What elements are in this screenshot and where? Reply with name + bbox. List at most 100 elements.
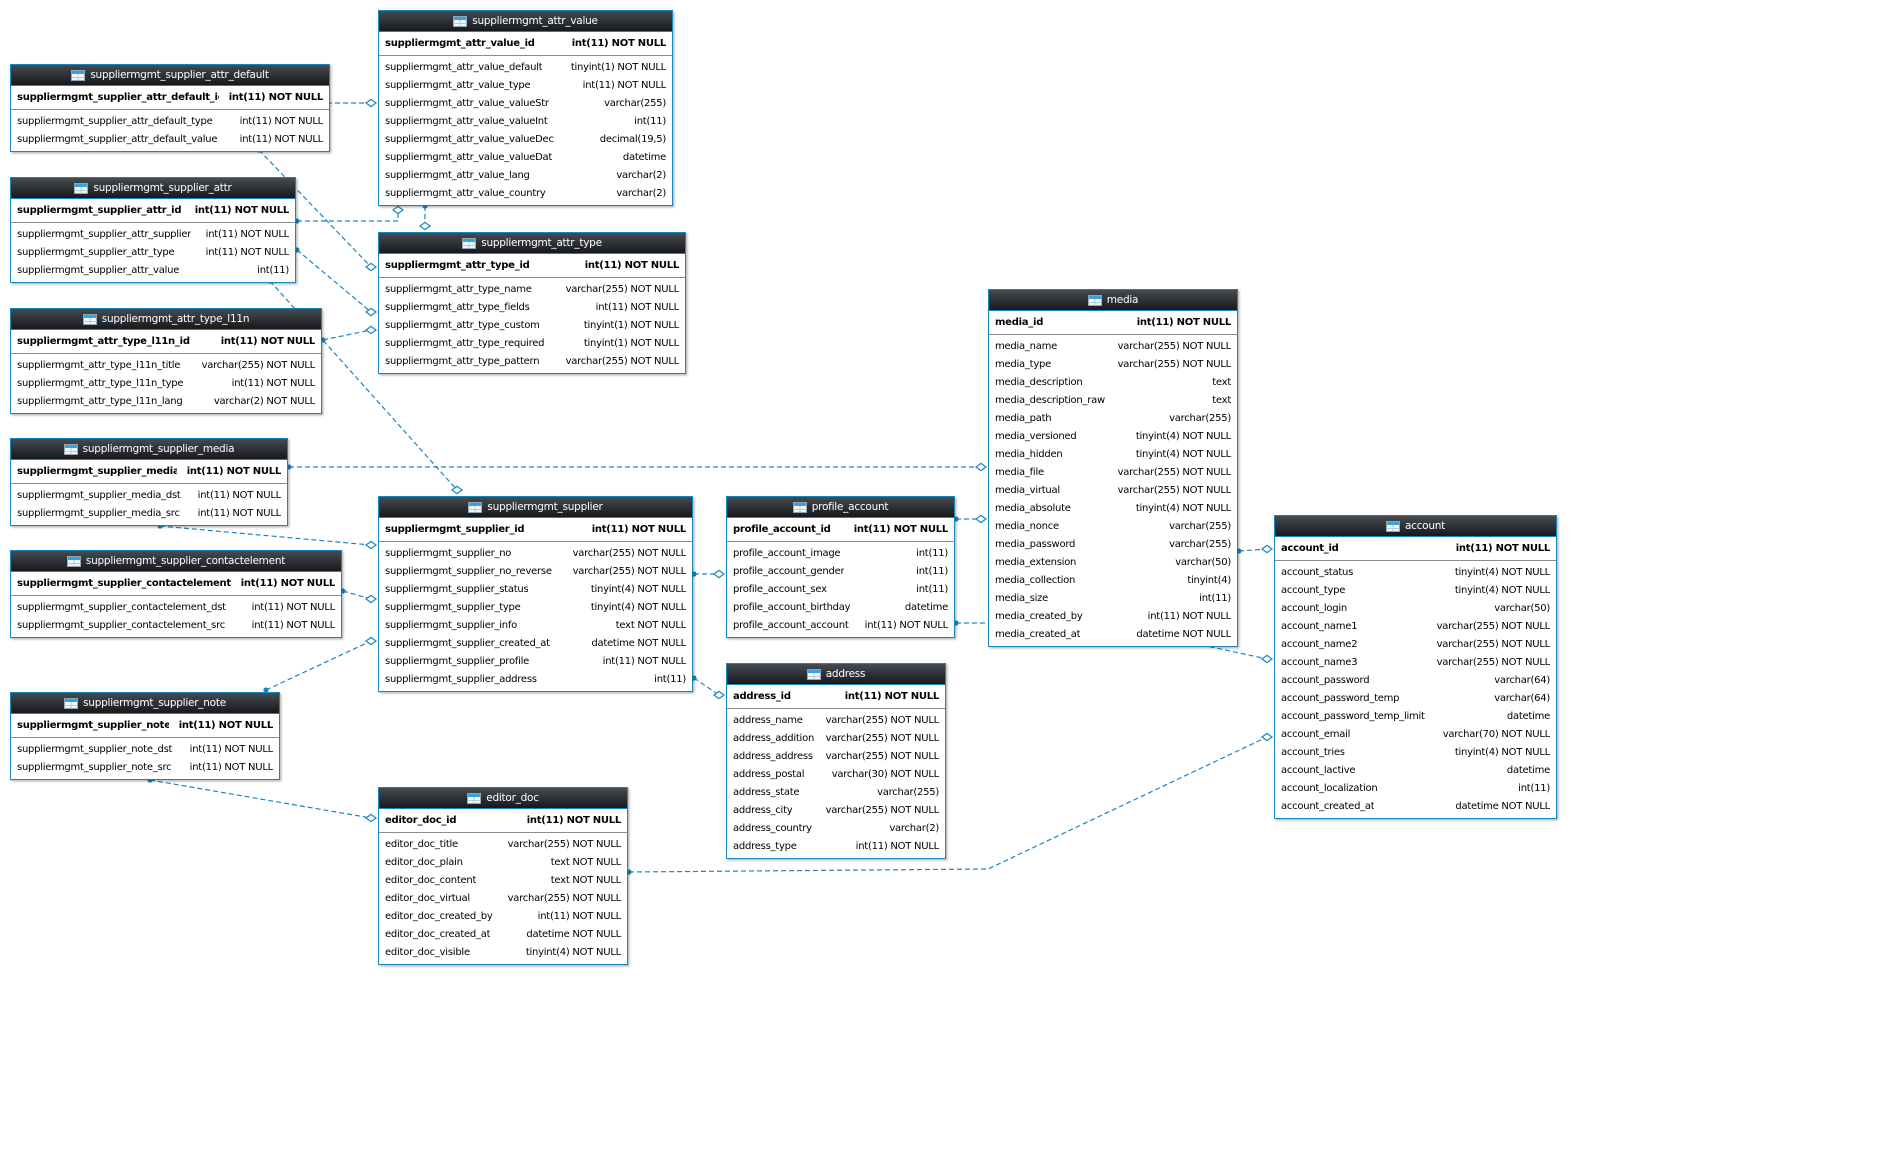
column-name: suppliermgmt_supplier_note_id — [17, 719, 169, 731]
relationship-suppliermgmt_supplier_contactelement-to-suppliermgmt_supplier[interactable] — [342, 590, 372, 600]
table-header[interactable]: suppliermgmt_attr_type — [379, 233, 685, 254]
column-name: suppliermgmt_supplier_media_src — [17, 507, 180, 519]
column-name: account_type — [1281, 584, 1346, 596]
column-name: suppliermgmt_supplier_contactelement_id — [17, 577, 231, 589]
relationship-endpoint-diamond — [364, 636, 378, 646]
column-name: suppliermgmt_supplier_note_src — [17, 761, 172, 773]
table-header[interactable]: suppliermgmt_attr_type_l11n — [11, 309, 321, 330]
table-header[interactable]: media — [989, 290, 1237, 311]
column-name: suppliermgmt_supplier_status — [385, 583, 529, 595]
column-name: profile_account_account — [733, 619, 849, 631]
relationship-suppliermgmt_supplier_note-to-editor_doc[interactable] — [149, 779, 372, 819]
table-name: profile_account — [811, 501, 889, 513]
column-type: int(11) NOT NULL — [186, 465, 282, 477]
table-header[interactable]: suppliermgmt_supplier_note — [11, 693, 279, 714]
relationship-suppliermgmt_supplier_attr-to-suppliermgmt_attr_value[interactable] — [297, 210, 399, 222]
entity-table-suppliermgmt_supplier_attr[interactable]: suppliermgmt_supplier_attr suppliermgmt_s… — [10, 177, 296, 283]
table-header[interactable]: editor_doc — [379, 788, 627, 809]
relationship-suppliermgmt_supplier_attr_default-to-suppliermgmt_attr_type[interactable] — [258, 149, 372, 268]
column-type: int(11) NOT NULL — [595, 301, 680, 313]
column-type: int(11) NOT NULL — [591, 523, 687, 535]
table-icon — [64, 697, 79, 709]
relationship-editor_doc-to-account[interactable] — [628, 736, 1268, 873]
column-name: editor_doc_virtual — [385, 892, 470, 904]
table-header[interactable]: suppliermgmt_supplier — [379, 497, 692, 518]
column-type: int(11) NOT NULL — [584, 259, 680, 271]
table-name: account — [1404, 520, 1446, 532]
relationship-suppliermgmt_supplier_media-to-suppliermgmt_supplier[interactable] — [159, 525, 372, 546]
column-type: int(11) NOT NULL — [1455, 542, 1551, 554]
column-name: account_password_temp — [1281, 692, 1400, 704]
entity-table-suppliermgmt_supplier_media[interactable]: suppliermgmt_supplier_media suppliermgmt_… — [10, 438, 288, 526]
column-type: varchar(255) NOT NULL — [1117, 358, 1232, 370]
relationship-endpoint-diamond — [712, 569, 726, 579]
table-header[interactable]: suppliermgmt_attr_value — [379, 11, 672, 32]
relationship-suppliermgmt_attr_type_l11n-to-suppliermgmt_attr_type[interactable] — [322, 329, 372, 341]
column-name: suppliermgmt_supplier_attr_default_type — [17, 115, 213, 127]
column-type: int(11) NOT NULL — [205, 246, 290, 258]
column-type: int(11) — [1518, 782, 1550, 794]
column-name: suppliermgmt_supplier_attr_type — [17, 246, 175, 258]
entity-table-suppliermgmt_attr_type_l11n[interactable]: suppliermgmt_attr_type_l11n suppliermgmt_… — [10, 308, 322, 414]
table-name: suppliermgmt_supplier — [487, 501, 603, 513]
relationship-endpoint-diamond — [1260, 732, 1274, 742]
column-type: int(11) NOT NULL — [853, 523, 949, 535]
relationship-suppliermgmt_supplier-to-address[interactable] — [693, 677, 720, 696]
table-header[interactable]: profile_account — [727, 497, 954, 518]
column-name: address_postal — [733, 768, 805, 780]
table-header[interactable]: suppliermgmt_supplier_media — [11, 439, 287, 460]
column-name: media_description_raw — [995, 394, 1105, 406]
column-type: int(11) NOT NULL — [571, 37, 667, 49]
relationship-suppliermgmt_supplier_attr-to-suppliermgmt_attr_type[interactable] — [296, 249, 372, 313]
entity-table-suppliermgmt_supplier[interactable]: suppliermgmt_supplier suppliermgmt_suppli… — [378, 496, 693, 692]
table-header[interactable]: suppliermgmt_supplier_attr_default — [11, 65, 329, 86]
table-header[interactable]: address — [727, 664, 945, 685]
column-name: suppliermgmt_supplier_media_id — [17, 465, 177, 477]
table-header[interactable]: suppliermgmt_supplier_attr — [11, 178, 295, 199]
column-type: tinyint(4) NOT NULL — [1454, 746, 1550, 758]
column-type: int(11) NOT NULL — [251, 601, 336, 613]
relationship-suppliermgmt_supplier_note-to-suppliermgmt_supplier[interactable] — [265, 640, 372, 691]
entity-table-suppliermgmt_attr_value[interactable]: suppliermgmt_attr_value suppliermgmt_attr… — [378, 10, 673, 206]
table-header[interactable]: suppliermgmt_supplier_contactelement — [11, 551, 341, 572]
column-name: suppliermgmt_supplier_contactelement_dst — [17, 601, 226, 613]
table-header[interactable]: account — [1275, 516, 1556, 537]
column-type: int(11) NOT NULL — [197, 489, 282, 501]
column-type: datetime NOT NULL — [591, 637, 686, 649]
column-type: datetime NOT NULL — [1136, 628, 1231, 640]
column-type: datetime NOT NULL — [1455, 800, 1550, 812]
relationship-media-to-account[interactable] — [1238, 548, 1268, 552]
entity-table-suppliermgmt_attr_type[interactable]: suppliermgmt_attr_type suppliermgmt_attr_… — [378, 232, 686, 374]
relationship-suppliermgmt_supplier_attr-to-suppliermgmt_supplier[interactable] — [269, 280, 458, 491]
column-name: media_created_at — [995, 628, 1081, 640]
column-name: account_login — [1281, 602, 1347, 614]
column-type: int(11) — [654, 673, 686, 685]
entity-table-suppliermgmt_supplier_note[interactable]: suppliermgmt_supplier_note suppliermgmt_s… — [10, 692, 280, 780]
table-icon — [462, 237, 477, 249]
table-icon — [63, 443, 78, 455]
column-name: media_absolute — [995, 502, 1071, 514]
